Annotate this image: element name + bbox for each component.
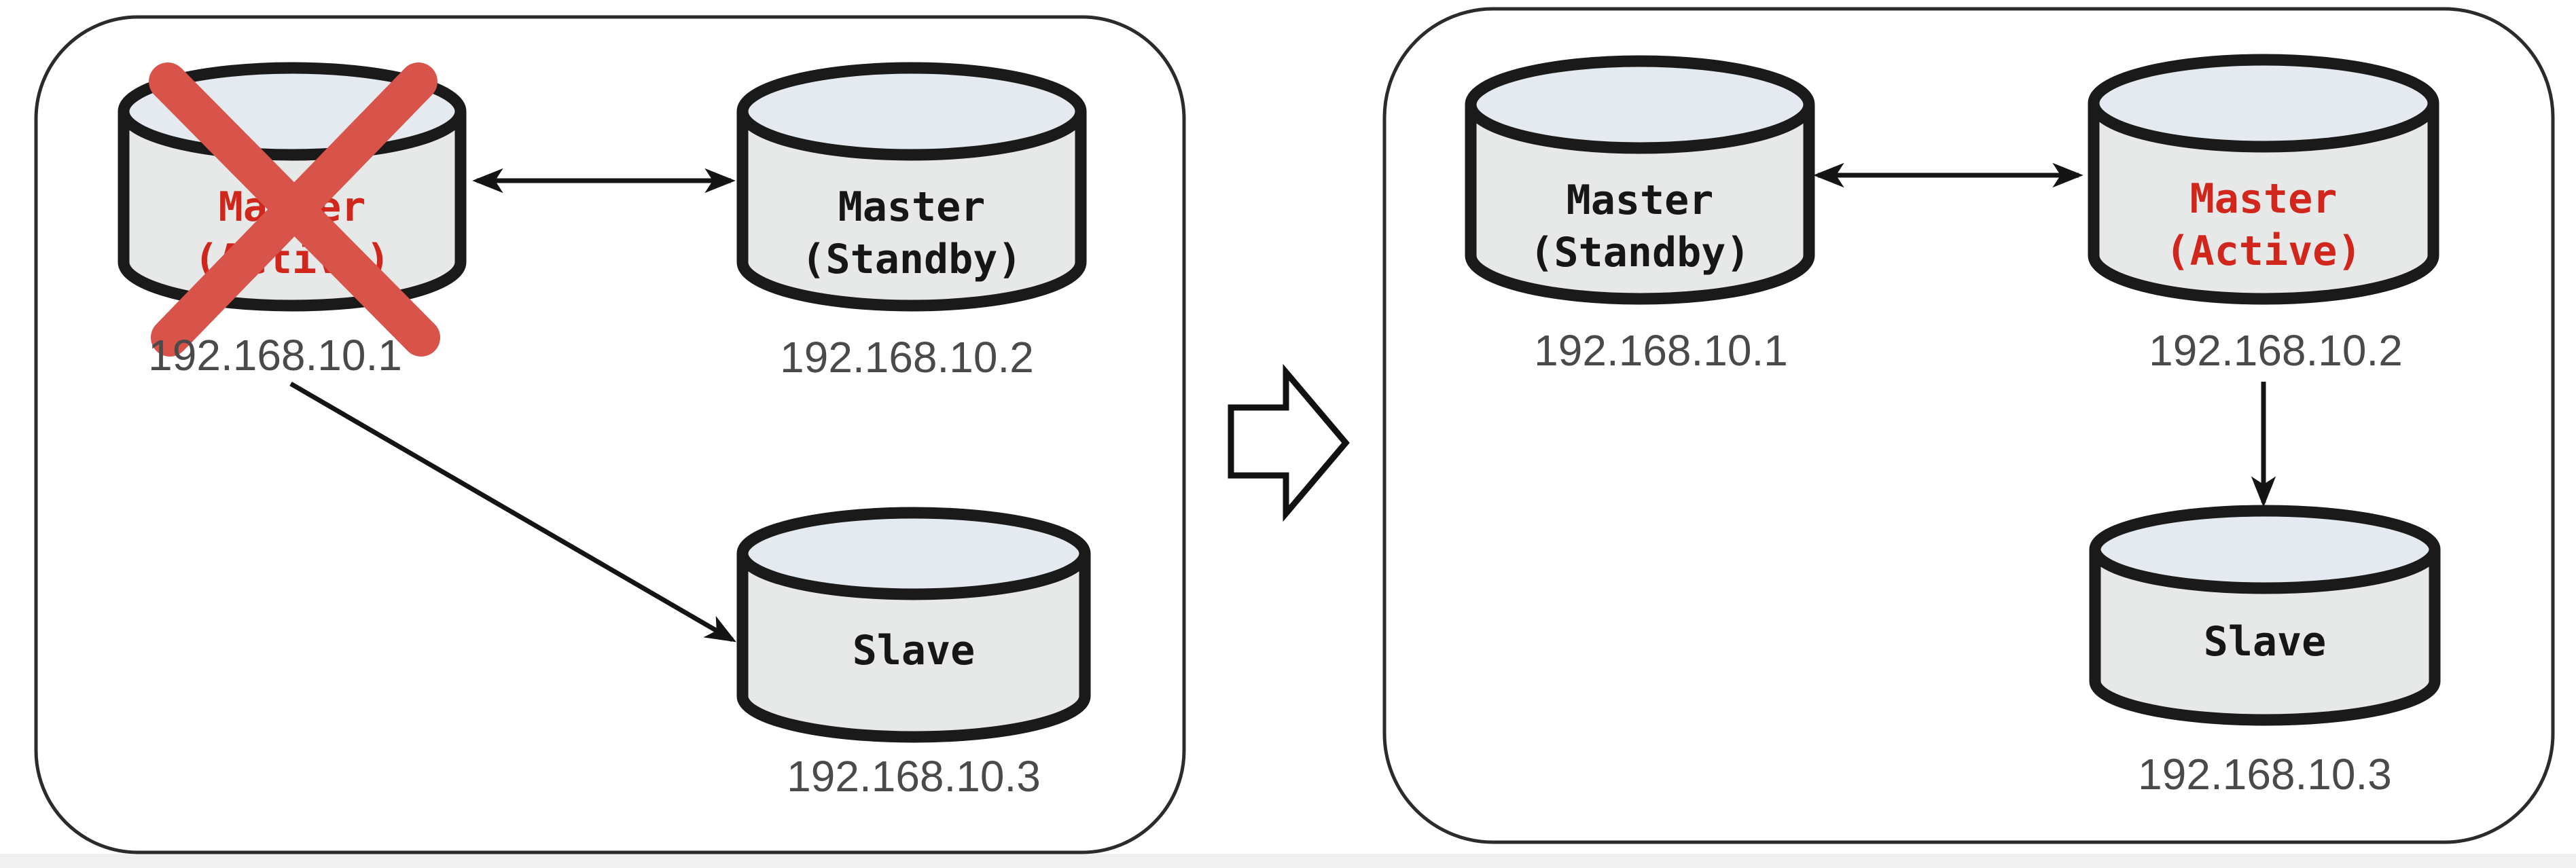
cylinder-body [2089, 549, 2441, 726]
failure-cross-icon [149, 62, 440, 357]
bottom-edge-strip [0, 854, 2576, 868]
cylinder-body [736, 554, 1091, 743]
cylinder-top [2089, 505, 2441, 594]
cylinder-top [1465, 55, 1815, 154]
node-ip-label: 192.168.10.3 [787, 752, 1041, 801]
cylinder-top [2088, 54, 2439, 153]
cylinder-body [736, 111, 1087, 312]
db-node-master-standby-before: Master (Standby) 192.168.10.2 [736, 62, 1087, 382]
node-ip-label: 192.168.10.3 [2138, 750, 2392, 799]
db-label-line2: (Standby) [801, 236, 1022, 283]
cylinder-top [736, 62, 1087, 161]
node-ip-label: 192.168.10.1 [1534, 326, 1788, 375]
db-label-line1: Master [1567, 177, 1714, 224]
db-node-master-standby-after: Master (Standby) 192.168.10.1 [1465, 55, 1815, 375]
db-label-line2: (Active) [2166, 228, 2362, 275]
cylinder-body [1465, 105, 1815, 305]
db-label-line1: Master [2190, 175, 2338, 223]
node-ip-label: 192.168.10.2 [780, 333, 1034, 382]
db-label: Slave [2204, 618, 2327, 666]
cylinder-top [736, 507, 1091, 600]
node-ip-label: 192.168.10.2 [2149, 326, 2403, 375]
transition-arrow-icon [1228, 363, 1350, 522]
cylinder-body [2088, 103, 2439, 305]
db-node-master-active-failed: Master (Active) 192.168.10.1 [118, 62, 467, 380]
node-ip-label: 192.168.10.1 [148, 331, 402, 380]
db-node-slave-before: Slave 192.168.10.3 [736, 507, 1091, 801]
db-label-line2: (Standby) [1529, 229, 1750, 276]
db-node-master-active-after: Master (Active) 192.168.10.2 [2088, 54, 2439, 375]
db-label-line1: Master [838, 183, 986, 231]
replication-arrow-before [289, 381, 736, 643]
db-label: Slave [853, 627, 976, 674]
db-node-slave-after: Slave 192.168.10.3 [2089, 505, 2441, 799]
